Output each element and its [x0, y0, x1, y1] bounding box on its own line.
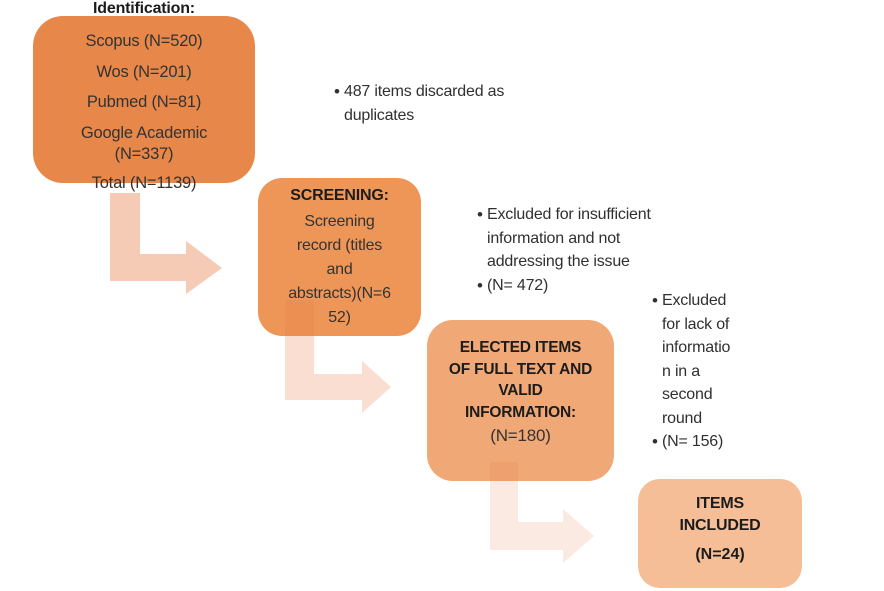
flow-arrow-identification-to-screening [110, 193, 222, 294]
note-count: (N= 472) [487, 276, 549, 294]
source-count-google-academic: Google Academic (N=337) [80, 123, 208, 163]
elected-items-count: (N=180) [490, 426, 551, 445]
source-count-scopus: Scopus (N=520) [85, 32, 203, 50]
total-label: Total (N=1139) [91, 174, 197, 192]
items-included-count: (N=24) [695, 546, 745, 563]
source-count-pubmed: Pubmed (N=81) [86, 93, 202, 112]
bullet-icon: • [477, 205, 483, 224]
identification-box: Scopus (N=520) Wos (N=201) Pubmed (N=81)… [33, 16, 255, 183]
bullet-icon: • [652, 291, 658, 310]
bullet-icon: • [477, 275, 483, 295]
bullet-icon: • [334, 82, 340, 101]
note-item: • (N= 156) [652, 430, 767, 454]
note-count: (N= 156) [662, 433, 724, 450]
screening-title: SCREENING: [290, 187, 389, 204]
note-item: • (N= 472) [477, 274, 707, 298]
identification-heading: Identification: [93, 0, 195, 17]
bullet-icon: • [652, 432, 658, 451]
source-count-wos: Wos (N=201) [96, 62, 192, 81]
